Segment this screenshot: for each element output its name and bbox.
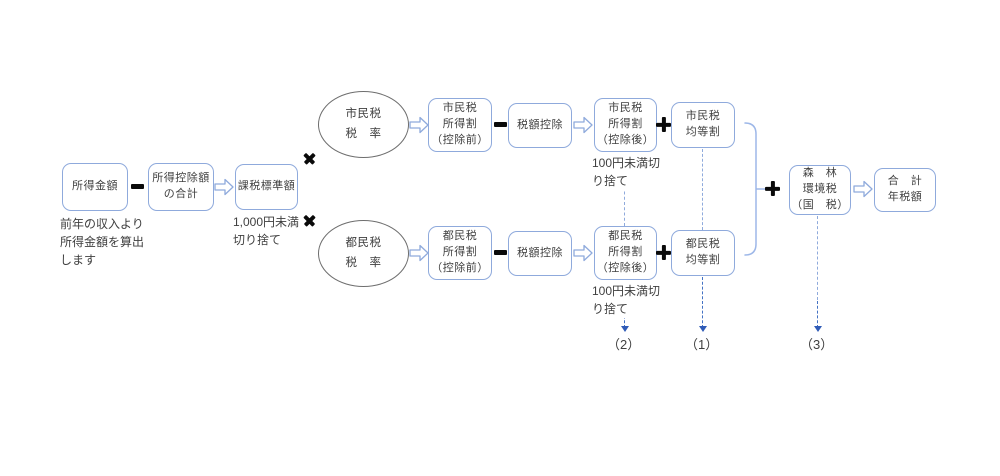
metro-rounding-note: 100円未満切 り捨て (592, 282, 661, 318)
multiply-icon (300, 211, 318, 229)
city-tax-credit-box: 税額控除 (508, 103, 572, 148)
multiply-icon (300, 149, 318, 167)
plus-icon (656, 245, 671, 260)
metro-income-levy-pre-box: 都民税 所得割 （控除前） (428, 226, 492, 280)
down-arrowhead-icon (814, 326, 822, 332)
right-block-arrow-icon (214, 178, 234, 201)
income-amount-box: 所得金額 (62, 163, 128, 211)
dashed-connector-3-upper (817, 216, 818, 300)
dashed-connector-3-lower (817, 301, 818, 328)
right-block-arrow-icon (409, 244, 429, 267)
minus-icon (131, 184, 144, 189)
total-annual-tax-box: 合 計 年税額 (874, 168, 936, 212)
metro-per-capita-levy-box: 都民税 均等割 (671, 230, 735, 276)
footnote-ref-2: （2） (607, 337, 641, 352)
right-block-arrow-icon (853, 180, 873, 203)
dashed-connector-1-upper (702, 149, 703, 230)
metro-tax-credit-box: 税額控除 (508, 231, 572, 276)
metro-tax-rate-ellipse: 都民税 税 率 (318, 220, 409, 287)
right-block-arrow-icon (573, 244, 593, 267)
footnote-ref-1: （1） (685, 337, 719, 352)
city-rounding-note: 100円未満切 り捨て (592, 154, 661, 190)
city-per-capita-levy-box: 市民税 均等割 (671, 102, 735, 148)
dashed-connector-1-lower (702, 277, 703, 328)
income-note: 前年の収入より 所得金額を算出 します (60, 215, 145, 269)
city-tax-rate-ellipse: 市民税 税 率 (318, 91, 409, 158)
taxable-base-note: 1,000円未満 切り捨て (233, 213, 300, 249)
down-arrowhead-icon (699, 326, 707, 332)
plus-icon (656, 117, 671, 132)
metro-income-levy-post-box: 都民税 所得割 （控除後） (594, 226, 657, 280)
footnote-ref-3: （3） (800, 337, 834, 352)
minus-icon (494, 122, 507, 127)
taxable-base-box: 課税標準額 (235, 164, 298, 210)
right-block-arrow-icon (409, 116, 429, 139)
dashed-connector-2-upper (624, 181, 625, 226)
city-income-levy-post-box: 市民税 所得割 （控除後） (594, 98, 657, 152)
forest-environment-tax-box: 森 林 環境税 （国 税） (789, 165, 851, 215)
right-block-arrow-icon (573, 116, 593, 139)
city-income-levy-pre-box: 市民税 所得割 （控除前） (428, 98, 492, 152)
plus-icon (765, 181, 780, 196)
minus-icon (494, 250, 507, 255)
down-arrowhead-icon (621, 326, 629, 332)
deduction-total-box: 所得控除額 の合計 (148, 163, 214, 211)
